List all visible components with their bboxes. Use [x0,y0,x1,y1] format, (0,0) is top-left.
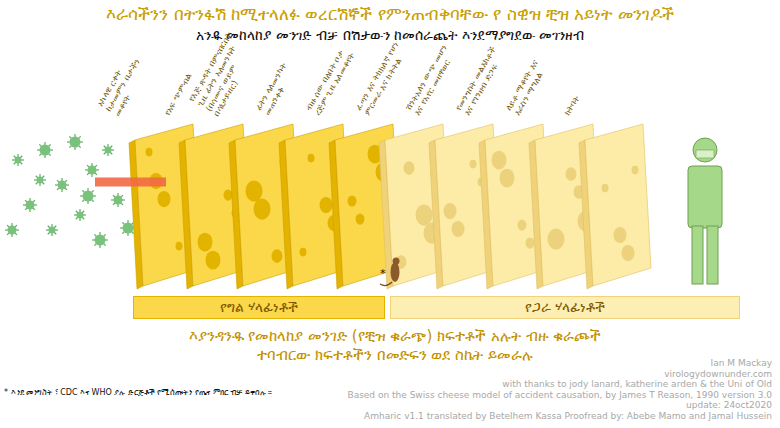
cheese-hole [176,242,183,251]
virus-particle [23,198,37,212]
virus-body [58,181,67,190]
caption: እያንዳንዱ የመከላከያ መንገድ (የቺዝ ቁራጭ) ክፍተቶች አሉት ብ… [165,327,625,365]
virus-body [95,235,106,246]
slice-label: ክትባት [563,78,591,118]
person-leg [707,226,718,284]
credit-line: with thanks to jody lanard, katherine ar… [502,379,772,389]
person-mask [696,150,714,158]
cheese-hole [146,148,153,157]
slice-label: የመንግስት መልእክቶች እና የገንዘብ ድጋፍ [454,39,511,118]
cheese-hole [614,227,627,243]
responsibility-band: የጋራ ሃላፊነቶች [390,296,740,319]
footnote: * እንደ መንግስት ፣ CDC እና WHO ያሉ ድርጅቶች የሚሰጡትን… [4,388,274,397]
title: እራሳችንን በትንፋሽ ከሚተላለፉ ወረርሽኞች የምንጠብቅባቸው የ ስ… [0,4,780,24]
cheese-hole [272,249,283,263]
cheese-hole [416,204,433,225]
credit-line: Based on the Swiss cheese model of accid… [347,390,772,400]
virus-particle [102,144,114,156]
cheese-hole [158,191,171,207]
person-leg [692,226,703,284]
cheese-hole [548,228,565,249]
footnote-marker: * [380,268,386,281]
cheese-slice [579,124,651,289]
cheese-hole [308,154,315,163]
band-label: የግል ሃላፊነቶች [220,299,298,316]
virus-body [26,201,35,210]
virus-body [77,212,84,219]
virus-body [37,177,44,184]
cheese-hole [602,184,609,193]
virus-body [70,137,81,148]
virus-particle [55,178,69,192]
cheese-hole [404,161,415,175]
cheese-hole [444,203,457,219]
virus-body [105,147,112,154]
mouse-head [393,258,400,265]
cheese-hole [500,169,515,188]
virus-particle [34,174,46,186]
virus-particle [12,154,24,166]
virus-body [114,196,123,205]
virus-particle [92,232,108,248]
subtitle: አንዱ መከላከያ መንገድ ብቻ በሽታውን ከመሰራጨት እንደማያግደው … [0,27,780,43]
slice-label: ፊትን ላለመንካት መጠንቀቅ [254,48,306,118]
responsibility-band: የግል ሃላፊነቶች [133,296,385,319]
cheese-hole [198,233,213,252]
cheese-hole [526,237,535,248]
virus-particle [37,142,53,158]
cheese-hole [348,195,357,206]
virus-particle [80,188,96,204]
cheese-hole [492,151,507,170]
credit-line: update: 24oct2020 [686,400,772,410]
cheese-slices [129,124,651,289]
virus-body [15,157,22,164]
virus-body [8,226,17,235]
virus-particles [5,134,136,248]
mouse-tail [380,282,392,286]
slice-label: ለይቶ ማቆየት እና እራስን ማግለል [504,43,558,118]
mouse-body [391,262,400,282]
credit-line: virologydownunder.com [664,369,772,379]
virus-body [40,145,51,156]
credit-line: Ian M Mackay [711,358,772,368]
cheese-hole [566,167,577,181]
cheese-hole [632,166,639,175]
infection-arrow [95,178,166,187]
cheese-hole [224,189,233,200]
cheese-hole [622,245,635,261]
cheese-hole [254,198,271,219]
mouse-figure [380,258,400,286]
virus-particle [5,223,19,237]
virus-body [83,191,94,202]
person-body [688,166,722,228]
cheese-hole [470,160,477,169]
virus-particle [111,193,125,207]
credit-line: Amharic v1.1 translated by Betelhem Kass… [364,411,772,421]
virus-body [88,166,97,175]
virus-particle [74,209,86,221]
virus-body [123,223,134,234]
slice-label: አካላዊ ርቀት ከታመምን ቤታችን መቆየት [96,38,159,118]
virus-body [49,227,56,234]
cheese-hole [246,180,263,201]
virus-particle [67,134,83,150]
band-label: የጋራ ሃላፊነቶች [525,299,605,316]
virus-particle [85,163,99,177]
cheese-hole [518,219,527,230]
slice-face [585,124,651,286]
cheese-hole [356,213,365,224]
cheese-hole [320,197,333,213]
cheese-hole [300,248,307,257]
person-figure [688,138,722,284]
person-head [693,138,717,162]
virus-particle [46,224,58,236]
cheese-hole [452,221,465,237]
slice-label: ሽንትአለን ውጭ መሆን እና የአየር መዘዋወር [404,39,461,118]
cheese-hole [206,251,221,270]
